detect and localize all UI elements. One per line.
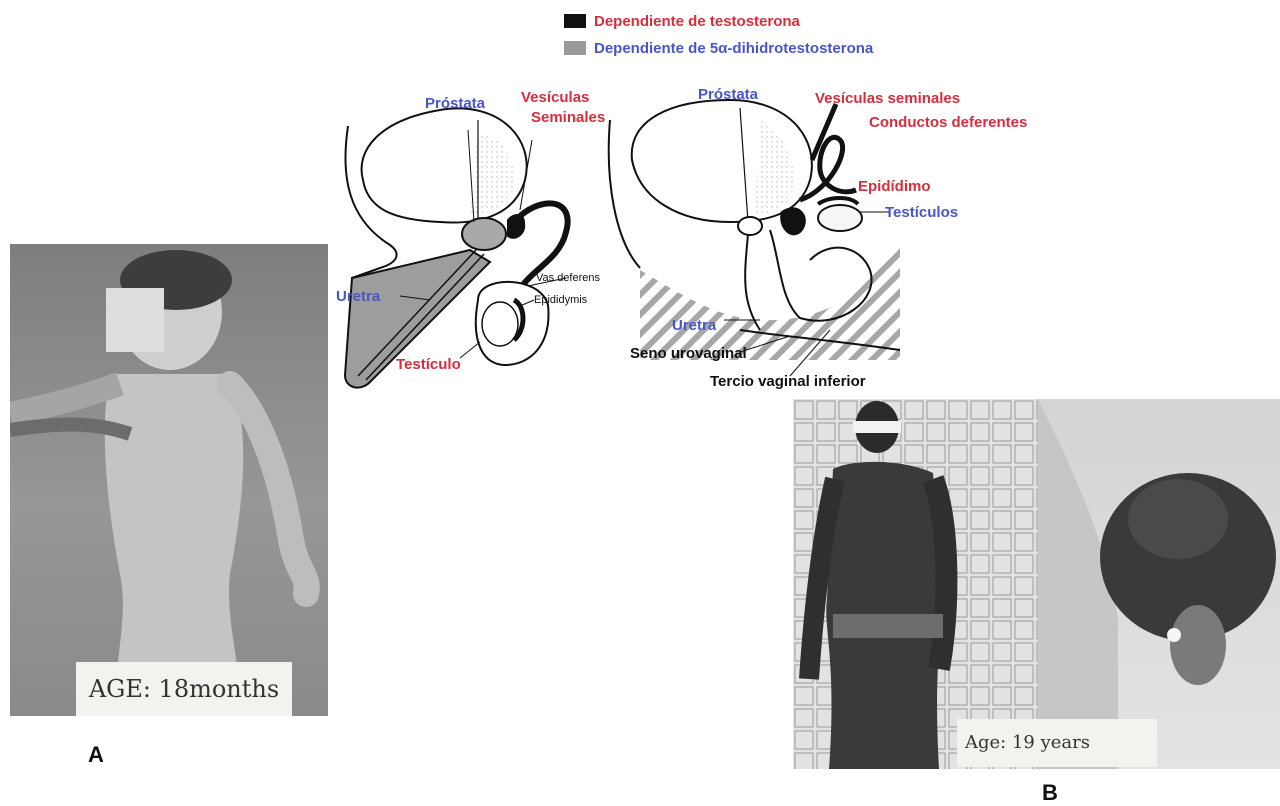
label-epididimo: Epidídimo [858,178,931,195]
uretra-r [745,234,760,330]
panel-label-a: A [88,742,104,768]
age-card-b-overlay: Age: 19 years [957,719,1157,767]
label-prostata-right: Próstata [698,86,758,103]
prostate [462,218,506,250]
prostate-r [738,217,762,235]
label-tercio-vaginal: Tercio vaginal inferior [710,373,866,390]
label-seno-urovaginal: Seno urovaginal [630,345,747,362]
label-vesiculas-left-1: Vesículas [521,89,589,106]
label-uretra-right: Uretra [672,317,716,334]
diagram-male [345,108,568,387]
label-uretra-left: Uretra [336,288,380,305]
label-testiculos: Testículos [885,204,958,221]
photo-a-figure [10,244,328,716]
label-vas-deferens: Vas deferens [536,270,600,287]
photo-b-left: Age: 19 years [793,399,1038,769]
label-conductos: Conductos deferentes [869,114,1027,131]
age-card-a: AGE: 18months [76,662,292,716]
photo-b-right [1038,399,1280,769]
diagram-female [609,100,900,376]
photo-b-grid-figure [793,399,1038,769]
label-prostata-left: Próstata [425,95,485,112]
testis-right [818,205,862,231]
testis-left [482,302,518,346]
panel-label-b: B [1042,780,1058,806]
label-testiculo-left: Testículo [396,356,461,373]
seminal-vesicle [508,215,524,238]
photo-b-closeup [1038,399,1280,769]
vagina-r [770,230,872,321]
label-vesiculas-right: Vesículas seminales [815,90,960,107]
label-epididymis: Epididymis [534,292,587,309]
label-vesiculas-left-2: Seminales [531,109,605,126]
photo-a: AGE: 18months [10,244,328,716]
